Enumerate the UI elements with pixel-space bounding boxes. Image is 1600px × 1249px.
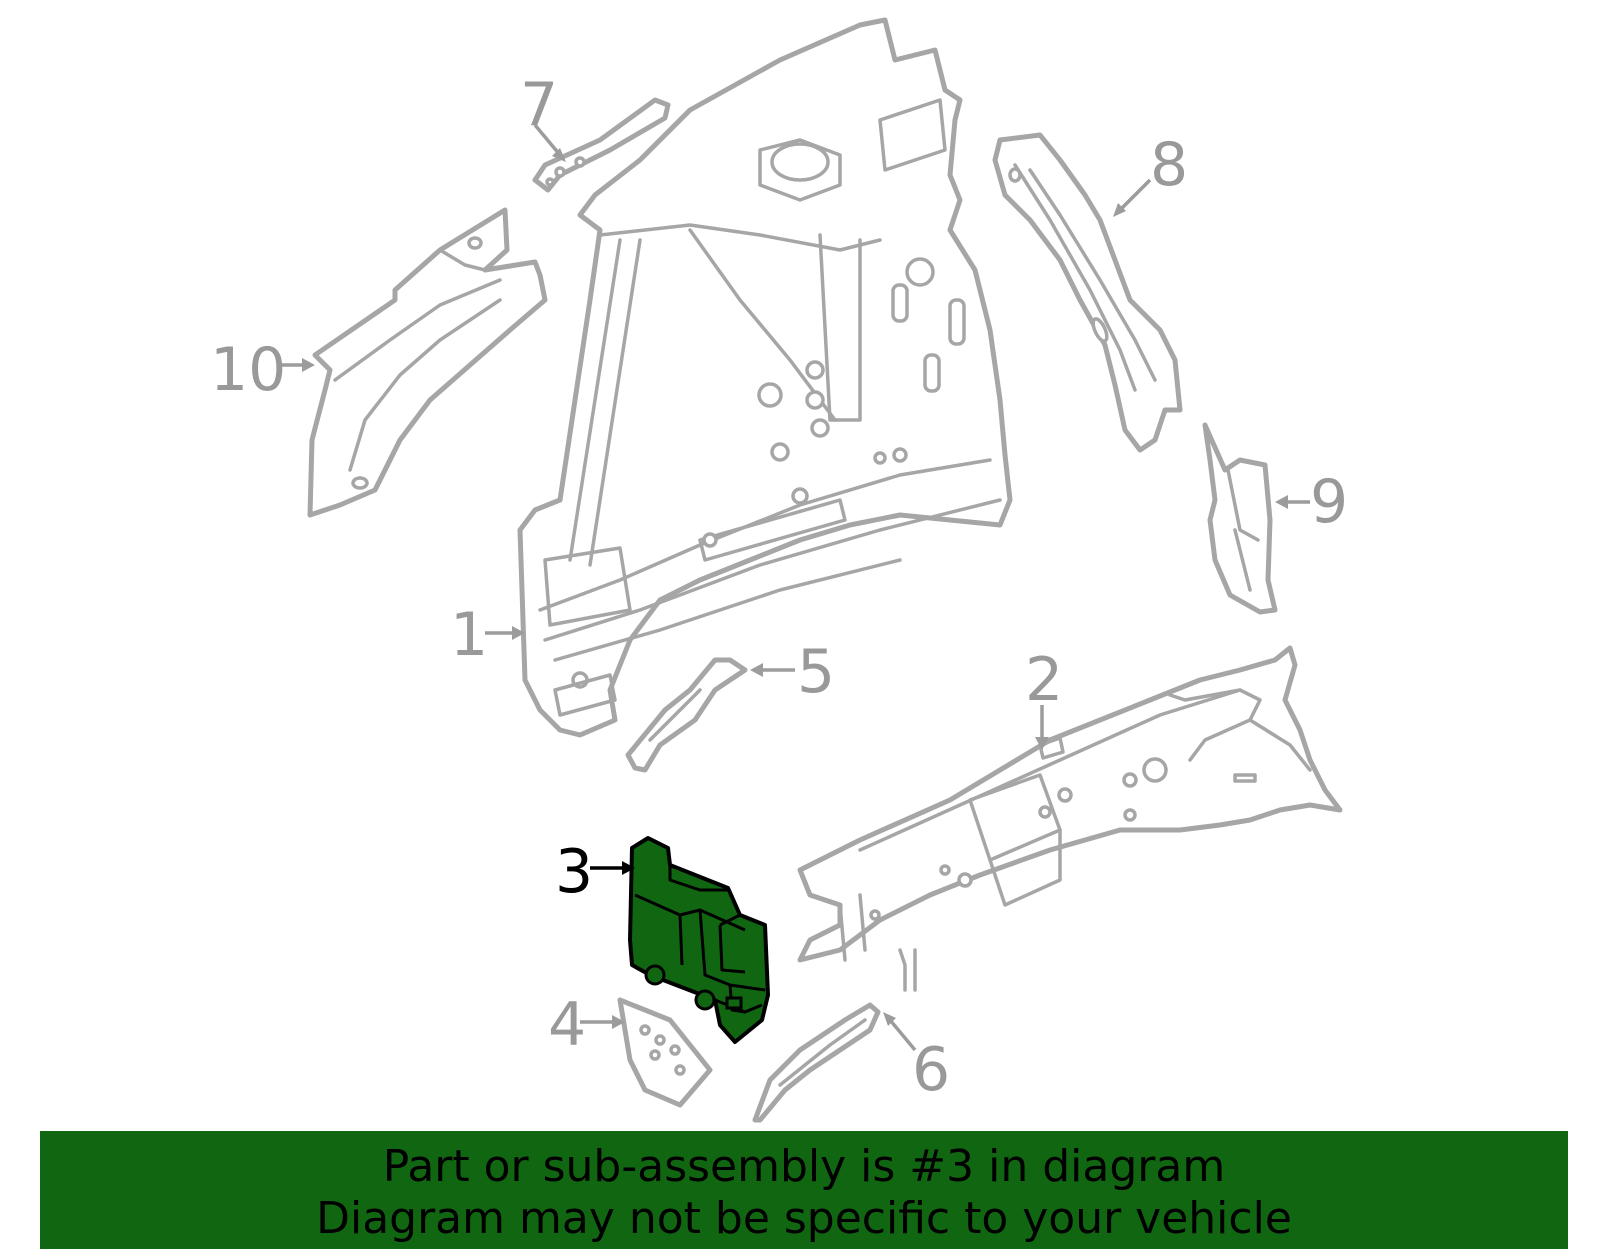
part-7	[532, 97, 671, 193]
callout-7: 7	[520, 70, 558, 140]
callout-1: 1	[450, 600, 488, 670]
part-1	[517, 17, 1013, 738]
part-5	[625, 657, 748, 773]
part-4	[617, 997, 713, 1108]
banner-line-2: Diagram may not be specific to your vehi…	[316, 1193, 1292, 1244]
part-8	[992, 132, 1183, 453]
callout-lines	[280, 123, 1310, 1052]
callout-5: 5	[797, 637, 835, 707]
banner-line-1: Part or sub-assembly is #3 in diagram	[382, 1141, 1226, 1192]
callout-10: 10	[210, 335, 286, 405]
part-6	[752, 1002, 881, 1123]
callout-3: 3	[555, 837, 593, 907]
info-banner: Part or sub-assembly is #3 in diagram Di…	[40, 1131, 1568, 1249]
part-3-highlighted	[628, 836, 770, 1044]
callout-8: 8	[1150, 130, 1188, 200]
part-10	[307, 207, 548, 518]
part-2	[797, 645, 1343, 992]
callout-6: 6	[912, 1035, 950, 1105]
callout-4: 4	[548, 990, 586, 1060]
part-9	[1202, 422, 1278, 615]
callout-2: 2	[1025, 645, 1063, 715]
callout-9: 9	[1310, 467, 1348, 537]
